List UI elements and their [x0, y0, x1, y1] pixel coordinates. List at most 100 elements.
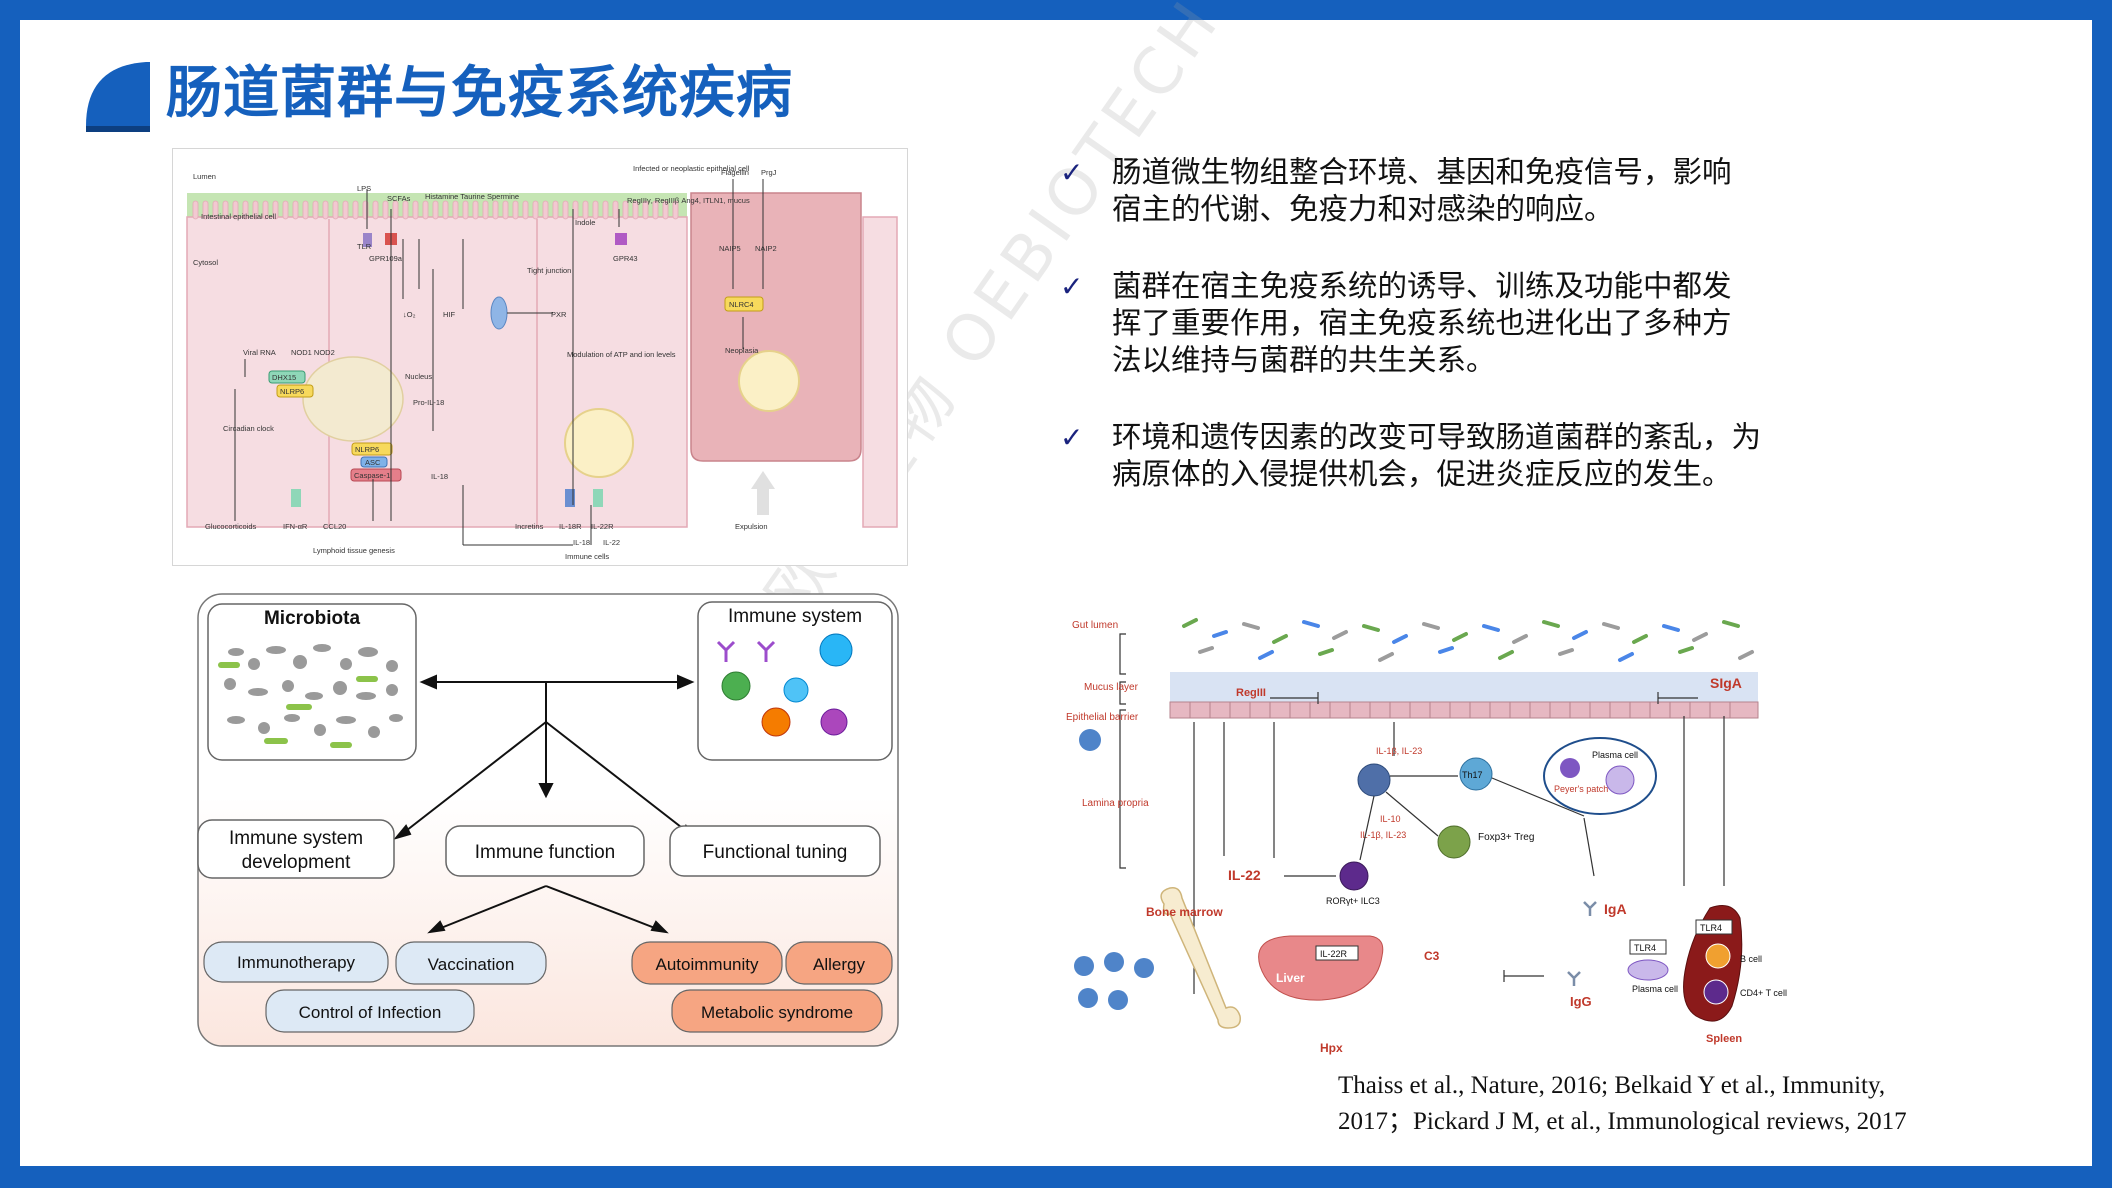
checkmark-icon: ✓ — [1060, 270, 1084, 303]
references: Thaiss et al., Nature, 2016; Belkaid Y e… — [1338, 1068, 1907, 1140]
fig1-regiii-label: RegIIIγ, RegIIIβ Ang4, ITLN1, mucus — [627, 196, 750, 205]
immune-function-box — [445, 825, 645, 877]
title-quarter-circle-icon — [86, 62, 150, 132]
epithelial-label: Epithelial barrier — [1066, 712, 1139, 723]
checkmark-icon: ✓ — [1060, 421, 1084, 454]
development-label-line2: development — [242, 852, 352, 873]
fig1-nlrp6-b-label: NLRP6 — [355, 445, 379, 454]
bullet-item: ✓ 环境和遗传因素的改变可导致肠道菌群的紊乱，为 病原体的入侵提供机会，促进炎症… — [1060, 420, 1762, 491]
fig1-dhx15-label: DHX15 — [272, 373, 296, 382]
ror-label: RORγt+ ILC3 — [1326, 896, 1380, 906]
immune-function-label: Immune function — [475, 842, 615, 863]
functional-tuning-box — [669, 825, 881, 877]
reference-line-2: 2017；Pickard J M, et al., Immunological … — [1338, 1108, 1907, 1135]
fig1-nod-label: NOD1 NOD2 — [291, 348, 335, 357]
fig1-circadian-label: Circadian clock — [223, 424, 274, 433]
allergy-pill — [785, 941, 893, 985]
microbiota-label: Microbiota — [264, 608, 360, 629]
il10-label: IL-10 — [1380, 814, 1401, 824]
fig1-incretins-label: Incretins — [515, 522, 544, 531]
mucus-layer — [1170, 672, 1758, 702]
metabolic-syndrome-pill — [671, 989, 883, 1033]
control-infection-pill — [265, 989, 475, 1033]
fig1-asc-label: ASC — [365, 458, 381, 467]
fig1-viral-rna-label: Viral RNA — [243, 348, 276, 357]
tlr4-b-label: TLR4 — [1700, 923, 1722, 933]
fig1-infected-label: Infected or neoplastic epithelial cell — [633, 164, 750, 173]
plasma-cell-top-label: Plasma cell — [1592, 750, 1638, 760]
hpx-label: Hpx — [1320, 1041, 1343, 1055]
fig1-tlr-label: TLR — [357, 242, 372, 251]
intestine-pathway-figure: Lumen Intestinal epithelial cell Cytosol… — [172, 148, 908, 566]
fig1-ifnar-label: IFN-αR — [283, 522, 308, 531]
fig1-caspase-label: Caspase-1 — [354, 471, 390, 480]
fig1-cytosol-label: Cytosol — [193, 258, 218, 267]
microbiota-immune-figure: Microbiota Immune system — [196, 592, 900, 1048]
bullet-item: ✓ 肠道微生物组整合环境、基因和免疫信号，影响 宿主的代谢、免疫力和对感染的响应… — [1060, 155, 1732, 226]
fig1-lymphoid-label: Lymphoid tissue genesis — [313, 546, 395, 555]
metabolic-syndrome-label: Metabolic syndrome — [701, 1003, 853, 1022]
fig1-o2-label: ↓O₂ — [403, 310, 416, 319]
il1b-label: IL-1β, IL-23 — [1376, 746, 1422, 756]
siga-label: SIgA — [1710, 675, 1742, 691]
fig1-nlrc4-label: NLRC4 — [729, 300, 754, 309]
fig1-gpr43-label: GPR43 — [613, 254, 638, 263]
fig1-glucocorticoids-label: Glucocorticoids — [205, 522, 257, 531]
nucleus — [302, 356, 404, 442]
c3-label: C3 — [1424, 949, 1440, 963]
lamina-label: Lamina propria — [1082, 798, 1149, 809]
infected-cell — [690, 192, 862, 462]
bullet-list: ✓ 肠道微生物组整合环境、基因和免疫信号，影响 宿主的代谢、免疫力和对感染的响应… — [1040, 154, 2080, 493]
fig1-immune-cells-label: Immune cells — [565, 552, 609, 561]
b-cell-label: B cell — [1740, 954, 1762, 964]
fig1-expulsion-label: Expulsion — [735, 522, 768, 531]
fig1-pxr-label: PXR — [551, 310, 567, 319]
peyers-patch — [1543, 737, 1657, 815]
fig1-pro-il18-label: Pro-IL-18 — [413, 398, 444, 407]
igg-label: IgG — [1570, 994, 1592, 1009]
bone-marrow-label: Bone marrow — [1146, 905, 1223, 919]
il22r-label: IL-22R — [1320, 949, 1348, 959]
autoimmunity-label: Autoimmunity — [656, 955, 759, 974]
il1b-b-label: IL-1β, IL-23 — [1360, 830, 1406, 840]
development-label-line1: Immune system — [229, 828, 363, 849]
iga-label: IgA — [1604, 901, 1627, 917]
fig1-modulation-label: Modulation of ATP and ion levels — [567, 350, 676, 359]
immunotherapy-label: Immunotherapy — [237, 953, 356, 972]
microbiota-box — [207, 603, 417, 761]
bullet-item: ✓ 菌群在宿主免疫系统的诱导、训练及功能中都发 挥了重要作用，宿主免疫系统也进化… — [1060, 269, 1732, 377]
fig1-nlrp6-a-label: NLRP6 — [280, 387, 304, 396]
il22-label: IL-22 — [1228, 867, 1261, 883]
fig1-nucleus-label: Nucleus — [405, 372, 432, 381]
fig1-gpr109a-label: GPR109a — [369, 254, 403, 263]
epithelial-barrier — [1169, 701, 1759, 719]
bone-icon — [1160, 886, 1241, 1029]
gut-lumen-label: Gut lumen — [1072, 620, 1118, 631]
control-infection-label: Control of Infection — [299, 1003, 442, 1022]
th17-cell — [1459, 757, 1493, 791]
gut-systemic-immunity-figure: Gut lumen Mucus layer Epithelial barrier… — [1064, 586, 1787, 1064]
fig1-naip2-label: NAIP2 — [755, 244, 777, 253]
slide: 肠道菌群与免疫系统疾病 欧易生物 OEBIOTECH — [20, 0, 2092, 1166]
autoimmunity-pill — [631, 941, 783, 985]
plasma-cell-label: Plasma cell — [1632, 984, 1678, 994]
treg-cell — [1437, 825, 1471, 859]
vaccination-pill — [395, 941, 547, 985]
mucus-label: Mucus layer — [1084, 682, 1139, 693]
fig1-il22r-label: IL-22R — [591, 522, 614, 531]
fig1-flagellin-label: Flagellin — [721, 168, 749, 177]
ilc3-cell — [1339, 861, 1369, 891]
foxp3-label: Foxp3+ Treg — [1478, 832, 1534, 843]
th17-label: Th17 — [1462, 770, 1483, 780]
fig1-lumen-label: Lumen — [193, 172, 216, 181]
allergy-label: Allergy — [813, 955, 865, 974]
fig1-naip5-label: NAIP5 — [719, 244, 741, 253]
fig1-indole-label: Indole — [575, 218, 595, 227]
dendritic-cell — [1357, 763, 1391, 797]
fig1-il18r-label: IL-18R — [559, 522, 582, 531]
cd4-label: CD4+ T cell — [1740, 988, 1787, 998]
spleen-label: Spleen — [1706, 1033, 1742, 1045]
fig1-histamine-label: Histamine Taurine Spermine — [425, 192, 519, 201]
fig1-epithelial-label: Intestinal epithelial cell — [201, 212, 276, 221]
reference-line-1: Thaiss et al., Nature, 2016; Belkaid Y e… — [1338, 1072, 1886, 1099]
